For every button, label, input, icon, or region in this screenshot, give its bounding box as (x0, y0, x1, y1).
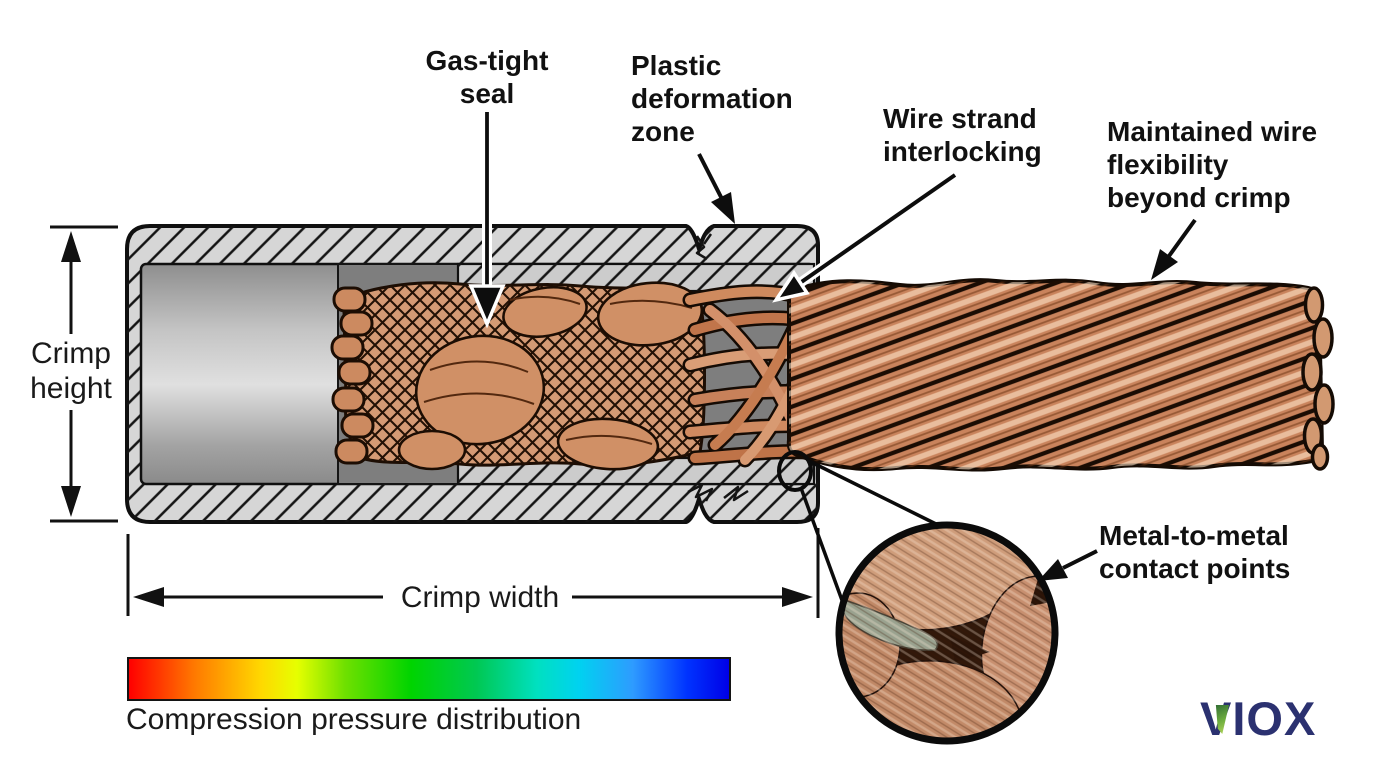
plastic-deformation-arrow (697, 153, 735, 224)
metal-contact-arrow (1038, 549, 1098, 581)
deformation-crack-top (695, 233, 713, 261)
pressure-legend-caption: Compression pressure distribution (126, 703, 582, 736)
label-crimp-width: Crimp width (400, 581, 560, 614)
label-wire-strand-interlocking: Wire strand interlocking (883, 103, 1042, 167)
label-gas-tight-seal: Gas-tight seal (425, 45, 549, 109)
wire-end-strand-tips (1301, 286, 1335, 471)
contact-inset-magnifier (835, 521, 1059, 745)
label-plastic-deformation-zone: Plastic deformation zone (631, 50, 793, 147)
compacted-wire (330, 281, 706, 471)
pressure-gradient-bar (127, 657, 731, 701)
stranded-wire-texture (788, 280, 1322, 470)
wire-front-strand-ends (330, 286, 375, 465)
contact-zone-marker (777, 450, 937, 604)
label-crimp-height: Crimp height (30, 337, 112, 405)
free-stranded-wire (786, 278, 1335, 472)
deformation-crack-bottom (687, 483, 749, 502)
crimp-height-dimension (50, 225, 118, 523)
label-maintained-flexibility: Maintained wire flexibility beyond crimp (1107, 116, 1318, 213)
patch-strand-lines (423, 295, 693, 445)
crimp-width-dimension (126, 528, 820, 618)
gas-tight-seal-arrow (468, 112, 506, 329)
wire-interlocking-arrow (772, 170, 958, 303)
maintained-flexibility-arrow (1151, 218, 1197, 280)
label-metal-contact-points: Metal-to-metal contact points (1099, 520, 1291, 584)
brand-logo: VIOX (1200, 690, 1370, 750)
